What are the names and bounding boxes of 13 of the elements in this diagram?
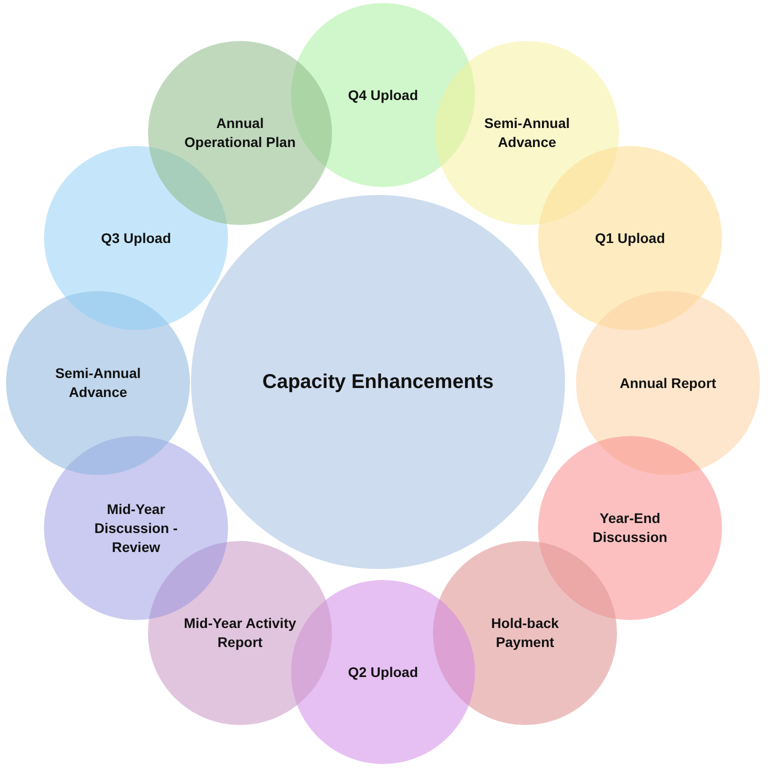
stage-label: Annual Report [620,374,716,392]
stage-label: Q2 Upload [348,662,418,682]
stage-label: Q4 Upload [348,86,418,104]
stage-label: Semi-Annual Advance [54,364,142,402]
stage-label: Mid-Year Discussion - Review [93,500,179,556]
stage-label: Mid-Year Activity Report [182,614,298,652]
center-title: Capacity Enhancements [262,372,494,392]
stage-label: Q1 Upload [594,228,665,248]
stage-label: Hold-back Payment [490,614,560,652]
stage-label: Semi-Annual Advance [483,114,571,152]
stage-label: Year-End Discussion [592,509,668,547]
stage-label: Annual Operational Plan [183,114,297,152]
stage-label: Q3 Upload [100,228,171,248]
